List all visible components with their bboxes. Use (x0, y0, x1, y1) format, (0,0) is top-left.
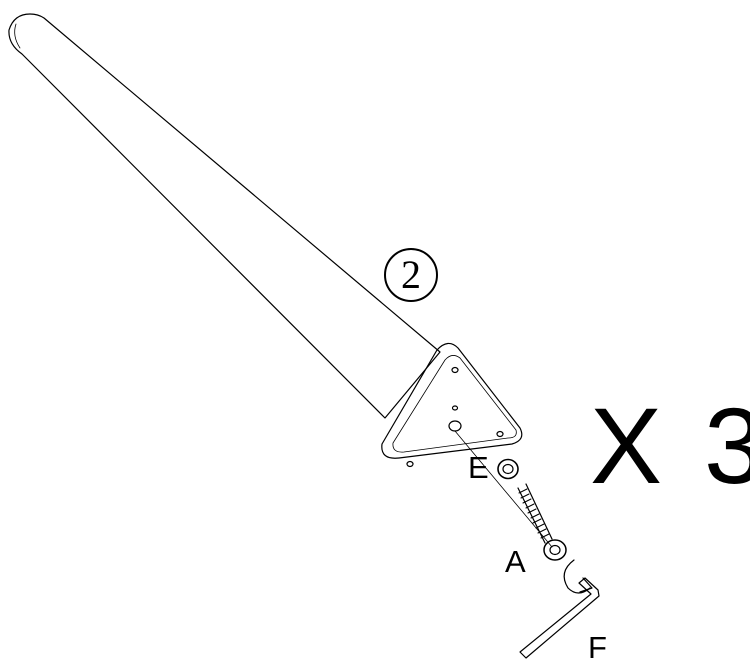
plate-hole-right (496, 430, 504, 438)
plate-hole-small (451, 405, 459, 411)
allen-key (519, 577, 600, 659)
washer-label: E (468, 450, 489, 485)
rotation-arrow (563, 559, 591, 594)
bolt (517, 483, 567, 561)
rotation-arrow-head (579, 577, 593, 593)
step-number-badge: 2 (384, 248, 438, 302)
washer-hole (502, 463, 514, 475)
plate-hole-center (448, 420, 462, 432)
table-leg (8, 13, 441, 419)
step-number: 2 (401, 252, 421, 297)
washer (497, 458, 519, 480)
plate-hole-left (406, 460, 414, 468)
mounting-plate (381, 342, 523, 459)
allen-key-label: F (588, 630, 607, 662)
mounting-plate-inner-edge (392, 355, 517, 453)
assembly-guide-line (454, 430, 553, 548)
plate-hole-top (451, 366, 459, 374)
table-leg-end-cap (14, 23, 21, 49)
bolt-label: A (505, 544, 526, 579)
quantity-label: X 3 (590, 385, 750, 506)
